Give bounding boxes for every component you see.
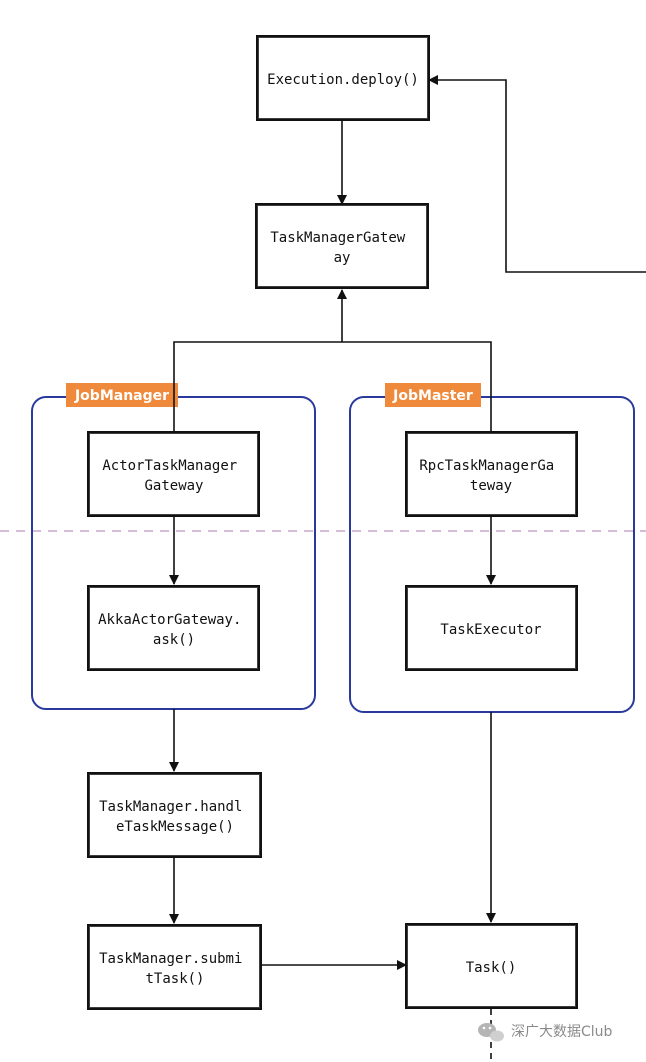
node-task: Task() xyxy=(405,923,578,1009)
edge-actor-to-gateway xyxy=(173,341,342,432)
jobmanager-tag: JobManager xyxy=(66,383,178,407)
node-task-executor: TaskExecutor xyxy=(405,585,578,671)
svg-text:TaskManager.handl eTaskM: TaskManager.handl eTaskMessage() xyxy=(99,799,251,835)
node-rpc-taskmanager-gateway: RpcTaskManagerGa teway xyxy=(405,431,578,517)
node-actor-taskmanager-gateway: ActorTaskManager Gateway xyxy=(87,431,260,517)
svg-text:RpcTaskManagerGa teway: RpcTaskManagerGa teway xyxy=(419,458,562,494)
node-taskmanager-submit: TaskManager.submi tTask() xyxy=(87,924,262,1010)
svg-text:JobManager: JobManager xyxy=(74,388,169,404)
edge-rpc-to-gateway xyxy=(342,341,492,432)
node-taskmanager-gateway: TaskManagerGatew ay xyxy=(255,203,429,289)
svg-text:AkkaActorGateway. ask(): AkkaActorGateway. ask() xyxy=(98,612,250,648)
svg-text:JobMaster: JobMaster xyxy=(392,388,473,404)
edges xyxy=(169,75,646,970)
svg-text:TaskExecutor: TaskExecutor xyxy=(440,622,541,638)
jobmaster-tag: JobMaster xyxy=(385,383,481,407)
svg-text:TaskManager.submi tTask(: TaskManager.submi tTask() xyxy=(99,951,251,987)
svg-text:Execution.deploy(): Execution.deploy() xyxy=(267,72,419,88)
edge-loop-to-deploy xyxy=(428,75,646,273)
node-taskmanager-handle: TaskManager.handl eTaskMessage() xyxy=(87,772,262,858)
watermark-text: 深广大数据Club xyxy=(511,1024,613,1040)
svg-text:Task(): Task() xyxy=(466,960,517,976)
node-execution-deploy: Execution.deploy() xyxy=(256,35,430,121)
watermark: 深广大数据Club xyxy=(478,1023,613,1042)
jobmaster-group xyxy=(349,396,635,713)
node-akka-actor-gateway-ask: AkkaActorGateway. ask() xyxy=(87,585,260,671)
svg-text:ActorTaskManager Gateway: ActorTaskManager Gateway xyxy=(102,458,245,494)
wechat-icon xyxy=(478,1023,504,1042)
svg-text:TaskManagerGatew ay: TaskManagerGatew ay xyxy=(270,230,413,266)
